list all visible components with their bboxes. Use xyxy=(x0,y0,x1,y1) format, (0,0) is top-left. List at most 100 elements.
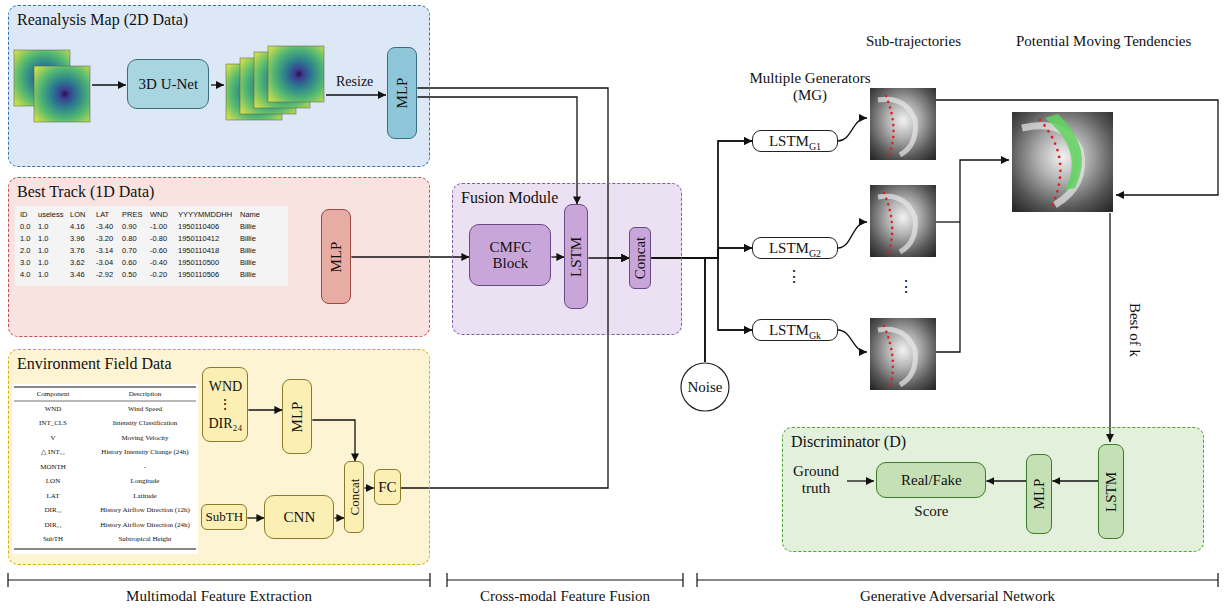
panel-title: Discriminator (D) xyxy=(791,433,906,451)
connector-arrow xyxy=(551,256,564,257)
table-cell: 1950110418 xyxy=(178,247,219,256)
cmfc-box: CMFC Block xyxy=(469,224,551,286)
table-cell: History Intensity Change (24h) xyxy=(93,448,197,456)
table-cell: Latitude xyxy=(93,492,197,500)
table-cell: useless xyxy=(38,211,63,220)
generator-box: LSTMG1 xyxy=(752,130,838,152)
connector-arrow xyxy=(651,258,752,330)
table-cell: - xyxy=(93,463,197,471)
connector-arrow xyxy=(705,248,752,362)
panel-title: Fusion Module xyxy=(461,189,558,207)
table-cell: 0.90 xyxy=(122,223,137,232)
table-cell: MONTH xyxy=(14,463,92,471)
lstm-box: LSTM xyxy=(1098,444,1124,539)
lstm-label: LSTM xyxy=(769,322,809,338)
lstm-label: LSTM xyxy=(769,133,809,149)
mlp-box: MLP xyxy=(282,379,312,454)
section-brackets xyxy=(8,573,1218,587)
lstm-box: LSTM xyxy=(564,204,588,309)
generator-index: G2 xyxy=(809,248,821,259)
table-cell: 0.70 xyxy=(122,247,137,256)
table-cell: V xyxy=(14,434,92,442)
table-cell: -0.40 xyxy=(150,259,167,268)
real-fake-label: Real/Fake xyxy=(901,472,962,488)
table-cell: LON xyxy=(14,477,92,485)
table-cell: Longitude xyxy=(93,477,197,485)
table-cell: 0.60 xyxy=(122,259,137,268)
section-label: Multimodal Feature Extraction xyxy=(8,588,430,605)
score-label: Score xyxy=(914,503,948,520)
box-text-group: LSTMG1 xyxy=(769,133,821,150)
box-label: LSTM xyxy=(569,237,584,277)
lstm-label: LSTM xyxy=(769,240,809,256)
annotation-label: Resize xyxy=(336,74,373,90)
box-label: 3D U-Net xyxy=(139,76,199,92)
annotation-label: Potential Moving Tendencies xyxy=(1016,33,1191,50)
box-label: MLP xyxy=(329,241,344,272)
connector-arrow xyxy=(312,420,355,461)
field-name: ⋮ xyxy=(218,397,232,412)
box-label: FC xyxy=(378,479,396,495)
panel-fill xyxy=(8,349,430,565)
field-name: DIR₂₄ xyxy=(208,416,242,431)
table-cell: 1.0 xyxy=(20,235,30,244)
table-cell: 1.0 xyxy=(38,271,48,280)
panel-title: Best Track (1D Data) xyxy=(17,183,154,201)
box-text-group: WND ⋮ DIR₂₄ xyxy=(208,379,242,431)
best-track-panel: Best Track (1D Data) MLP xyxy=(8,177,430,337)
annotation-label: Multiple Generators (MG) xyxy=(742,70,878,105)
connector-arrow xyxy=(651,141,752,258)
table-cell: Wind Speed xyxy=(93,405,197,413)
table-cell: SubTH xyxy=(14,535,92,543)
table-cell: Intensity Classification xyxy=(93,419,197,427)
panel-fill xyxy=(782,427,1204,552)
table-cell: -3.20 xyxy=(96,235,113,244)
cnn-box: CNN xyxy=(264,495,334,539)
field-name: WND xyxy=(209,379,242,394)
table-cell: -3.04 xyxy=(96,259,113,268)
table-cell: -1.00 xyxy=(150,223,167,232)
table-cell: -0.60 xyxy=(150,247,167,256)
table-cell: Subtropical Height xyxy=(93,535,197,543)
table-cell: DIR₁₂ xyxy=(14,506,92,514)
connector-arrow xyxy=(364,487,374,488)
table-cell: Billie xyxy=(240,235,256,244)
box-text-group: Real/Fake xyxy=(901,472,962,489)
reanalysis-maps xyxy=(14,46,324,122)
table-cell: 0.80 xyxy=(122,235,137,244)
feature-list-box: WND ⋮ DIR₂₄ xyxy=(202,367,248,442)
table-cell: LAT xyxy=(14,492,92,500)
concat-box: Concat xyxy=(344,461,364,533)
box-label: MLP xyxy=(1032,479,1047,510)
generator-index: G1 xyxy=(809,141,821,152)
table-cell: 3.96 xyxy=(70,235,85,244)
section-label: Cross-modal Feature Fusion xyxy=(447,588,683,605)
generator-box: LSTMGk xyxy=(752,319,838,341)
environment-panel: Environment Field DataWND⋮DIR₂₄MLPConcat… xyxy=(8,349,430,565)
box-text-group: LSTMG2 xyxy=(769,240,821,257)
noise-label: Noise xyxy=(688,379,723,396)
table-cell: Description xyxy=(93,390,197,398)
table-cell: -3.14 xyxy=(96,247,113,256)
table-cell: Billie xyxy=(240,259,256,268)
table-cell: History Airflow Direction (12h) xyxy=(93,506,197,514)
connector-arrow xyxy=(401,258,630,488)
table-cell: 3.76 xyxy=(70,247,85,256)
annotation-label: Best of k xyxy=(1125,303,1142,357)
table-cell: WND xyxy=(14,405,92,413)
table-cell: 1950110506 xyxy=(178,271,219,280)
table-cell: -3.40 xyxy=(96,223,113,232)
table-cell: 3.62 xyxy=(70,259,85,268)
table-cell: 1950110500 xyxy=(178,259,219,268)
generator-box: LSTMG2 xyxy=(752,237,838,259)
box-text-group: 3D U-Net xyxy=(139,76,199,93)
box-label: LSTM xyxy=(1104,472,1119,512)
table-cell: YYYYMMDDHH xyxy=(178,211,232,220)
table-cell: -2.92 xyxy=(96,271,113,280)
data-tables xyxy=(12,206,288,554)
table-cell: DIR₂₄ xyxy=(14,521,92,529)
box-label: CMFC Block xyxy=(490,239,532,272)
table-cell: 1.0 xyxy=(38,223,48,232)
table-cell: LON xyxy=(70,211,85,220)
box-text-group: LSTMGk xyxy=(769,322,821,339)
